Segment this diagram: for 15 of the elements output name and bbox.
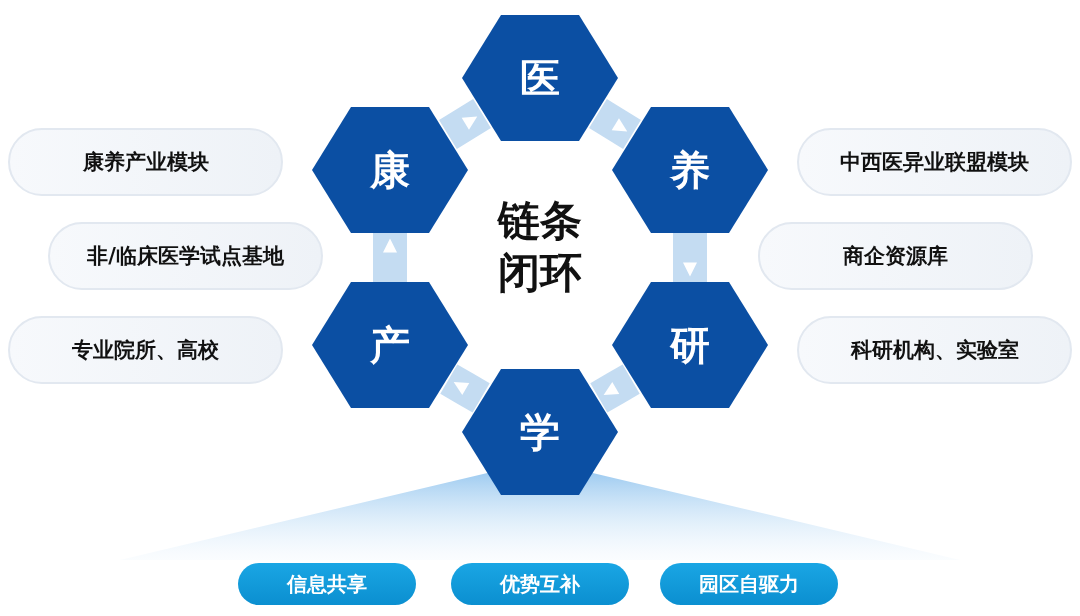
center-title: 链条闭环 [496, 195, 583, 299]
connector-band [440, 364, 490, 413]
module-pill: 专业院所、高校 [8, 316, 283, 384]
connector-band [589, 99, 641, 149]
feature-pill: 优势互补 [451, 563, 629, 605]
module-pill: 科研机构、实验室 [797, 316, 1072, 384]
module-pill: 非/临床医学试点基地 [48, 222, 323, 290]
connector-band [673, 233, 707, 282]
connector-band [439, 99, 491, 149]
connector-band [373, 233, 407, 282]
feature-pill: 园区自驱力 [660, 563, 838, 605]
module-pill: 中西医异业联盟模块 [797, 128, 1072, 196]
module-pill: 康养产业模块 [8, 128, 283, 196]
module-pill: 商企资源库 [758, 222, 1033, 290]
feature-pill: 信息共享 [238, 563, 416, 605]
